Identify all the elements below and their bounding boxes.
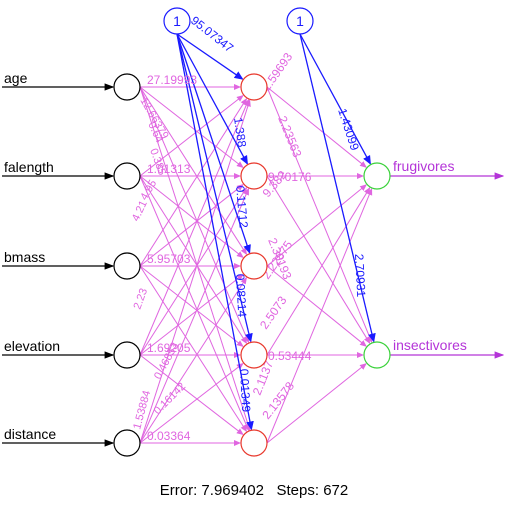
hidden-node xyxy=(240,341,268,369)
input-hidden-edge xyxy=(139,273,244,356)
input-node xyxy=(113,429,141,457)
bias-weight-label: 0.01349 xyxy=(237,368,253,412)
connection-lines xyxy=(2,33,505,447)
input-label: falength xyxy=(4,159,54,175)
bias-hidden-edge xyxy=(176,33,254,431)
bias-weight-label: 1.388 xyxy=(231,116,249,148)
input-label: distance xyxy=(4,426,56,442)
hidden-weight-label: 9.70176 xyxy=(268,170,312,184)
output-node xyxy=(363,162,391,190)
input-hidden-edge xyxy=(139,98,249,356)
input-weight-label: 27.19993 xyxy=(147,73,197,87)
hidden-node xyxy=(240,252,268,280)
input-hidden-edge xyxy=(139,265,244,348)
input-hidden-edge xyxy=(139,265,247,433)
bias-output-edge xyxy=(299,33,371,165)
output-node xyxy=(363,341,391,369)
error-steps-footer: Error: 7.969402 Steps: 672 xyxy=(160,482,348,499)
hidden-output-edge xyxy=(266,265,367,347)
input-node xyxy=(113,73,141,101)
bias-node xyxy=(163,7,191,35)
input-hidden-edge xyxy=(139,97,248,267)
hidden-output-edge xyxy=(266,86,373,343)
input-hidden-edge xyxy=(139,187,249,444)
output-label: frugivores xyxy=(393,158,454,174)
input-weight-label: 5.95703 xyxy=(147,252,191,266)
hidden-output-edge xyxy=(266,187,371,356)
bias-node xyxy=(286,7,314,35)
bias-hidden-edge xyxy=(176,33,248,165)
input-node xyxy=(113,252,141,280)
network-nodes: age falength bmass elevation distance frugivo… xyxy=(4,7,467,457)
bias-weight-label: 0.08214 xyxy=(233,273,249,317)
input-hidden-edge xyxy=(139,184,244,267)
bias-hidden-edge xyxy=(176,33,251,254)
input-hidden-edge xyxy=(139,354,244,436)
hidden-weight-label: 0.53444 xyxy=(268,349,312,363)
output-label: insectivores xyxy=(393,337,467,353)
input-hidden-edge xyxy=(139,175,248,345)
bias-node-label: 1 xyxy=(296,13,304,29)
bias-weight-label: 95.07347 xyxy=(188,13,236,55)
hidden-output-edge xyxy=(266,184,367,267)
input-hidden-edge xyxy=(139,99,251,444)
input-label: elevation xyxy=(4,338,60,354)
input-label: age xyxy=(4,70,28,86)
input-hidden-edge xyxy=(139,186,248,356)
input-label: bmass xyxy=(4,249,45,265)
bias-weight-label: 0.11712 xyxy=(233,185,251,229)
input-weight-label: 1.01313 xyxy=(147,162,191,176)
input-hidden-edge xyxy=(139,94,244,177)
hidden-node xyxy=(240,429,268,457)
input-node xyxy=(113,162,141,190)
input-weight-label: 1.53884 xyxy=(131,389,153,431)
hidden-output-edge xyxy=(266,175,371,344)
input-weight-label: 1.69205 xyxy=(147,341,191,355)
input-hidden-edge xyxy=(139,86,248,256)
hidden-node xyxy=(240,73,268,101)
bias-hidden-edge xyxy=(176,33,244,80)
input-weight-label: 0.16142 xyxy=(152,381,189,418)
hidden-output-edge xyxy=(266,86,367,168)
bias-output-edge xyxy=(299,33,376,343)
bias-hidden-edge xyxy=(176,33,253,343)
hidden-output-edge xyxy=(266,188,373,444)
input-hidden-edge xyxy=(139,362,244,444)
input-hidden-edge xyxy=(139,175,249,432)
input-node xyxy=(113,341,141,369)
input-hidden-edge xyxy=(139,175,244,258)
input-weight-label: 0.03364 xyxy=(147,429,191,443)
input-weight-label: 2.23 xyxy=(132,287,151,311)
input-hidden-edge xyxy=(139,86,249,344)
input-weight-label: 4.95 xyxy=(138,178,159,203)
hidden-weight-label: 2.23563 xyxy=(275,114,304,160)
bias-node-label: 1 xyxy=(173,13,181,29)
hidden-node xyxy=(240,162,268,190)
bias-weight-label: 2.70931 xyxy=(352,253,368,297)
hidden-output-edge xyxy=(266,363,367,444)
input-hidden-edge xyxy=(139,276,247,444)
